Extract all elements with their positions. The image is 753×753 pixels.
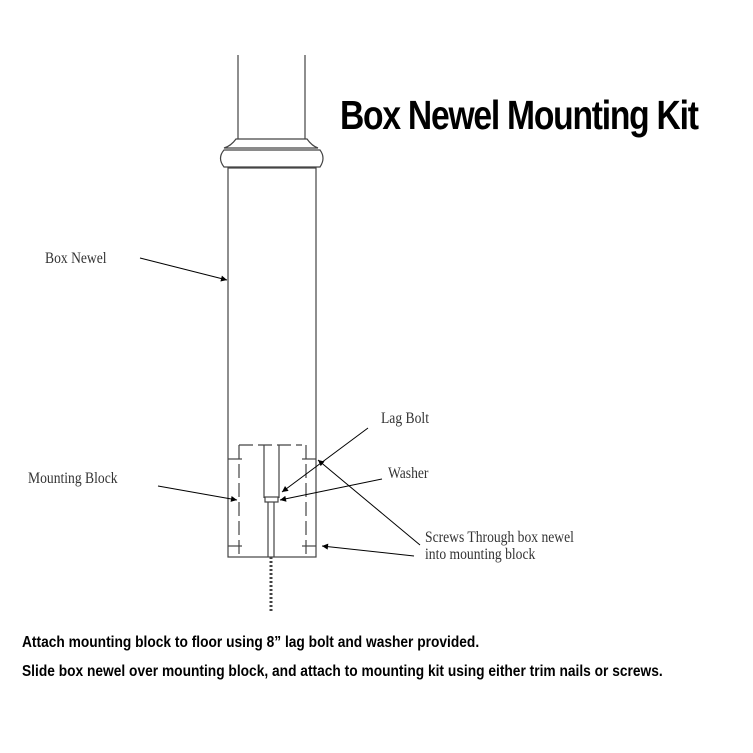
label-box-newel: Box Newel bbox=[45, 250, 107, 267]
screw-ticks bbox=[228, 458, 316, 547]
screws-arrow-upper bbox=[317, 459, 421, 546]
upper-post bbox=[237, 55, 306, 139]
block-slot bbox=[263, 445, 280, 498]
mounting-block-arrow bbox=[157, 485, 238, 502]
box-newel-body bbox=[227, 167, 317, 558]
page-title: Box Newel Mounting Kit bbox=[340, 92, 699, 138]
lag-bolt bbox=[264, 496, 279, 613]
mounting-block bbox=[238, 444, 307, 557]
lag-bolt-arrow bbox=[281, 427, 369, 493]
label-screws-line2: into mounting block bbox=[425, 546, 536, 563]
screws-arrow-lower bbox=[321, 543, 415, 557]
label-mounting-block: Mounting Block bbox=[28, 470, 118, 487]
label-lag-bolt: Lag Bolt bbox=[381, 410, 429, 427]
box-newel-arrow bbox=[139, 257, 228, 282]
label-washer: Washer bbox=[388, 465, 429, 482]
instruction-2: Slide box newel over mounting block, and… bbox=[22, 663, 663, 680]
washer-arrow bbox=[279, 478, 383, 502]
instruction-1: Attach mounting block to floor using 8” … bbox=[22, 634, 480, 651]
newel-cap bbox=[219, 138, 324, 168]
label-screws-line1: Screws Through box newel bbox=[425, 529, 574, 546]
